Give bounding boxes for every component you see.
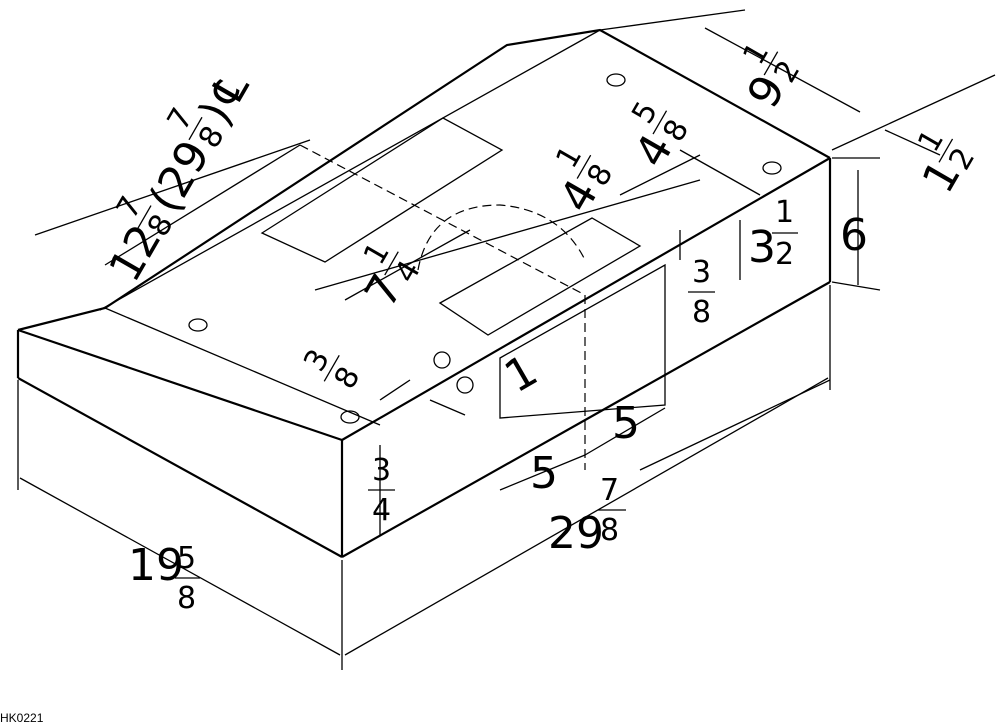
wire-hole-label: 1 — [496, 345, 546, 403]
left-five-label: 5 — [530, 448, 558, 499]
side-label: 3 — [748, 222, 776, 273]
small-den: 8 — [692, 295, 711, 330]
hood-outline — [16, 28, 832, 558]
side-den: 2 — [775, 237, 794, 272]
depth-label: 19 — [128, 540, 184, 591]
dimension-lines — [17, 9, 996, 670]
front-lip-num: 3 — [372, 453, 391, 488]
centerline-dashes — [299, 144, 586, 470]
side-num: 1 — [775, 195, 794, 230]
width-label: 29 — [548, 508, 604, 559]
dimension-labels: 29 7 8 19 5 8 6 3 4 5 5 3 1 2 3 8 1 3 8 — [0, 37, 982, 725]
right-five-label: 5 — [612, 398, 640, 449]
drawing-code: HK0221 — [0, 711, 44, 725]
width-frac-num: 7 — [600, 473, 619, 508]
height-label: 6 — [840, 210, 868, 261]
front-lip-den: 4 — [372, 493, 391, 528]
keyhole-slots — [188, 73, 782, 424]
keyhole-den: 8 — [328, 361, 368, 395]
small-num: 3 — [692, 255, 711, 290]
depth-frac-num: 5 — [177, 541, 196, 576]
top-openings — [260, 117, 666, 419]
depth-frac-den: 8 — [177, 581, 196, 616]
width-frac-den: 8 — [600, 513, 619, 548]
